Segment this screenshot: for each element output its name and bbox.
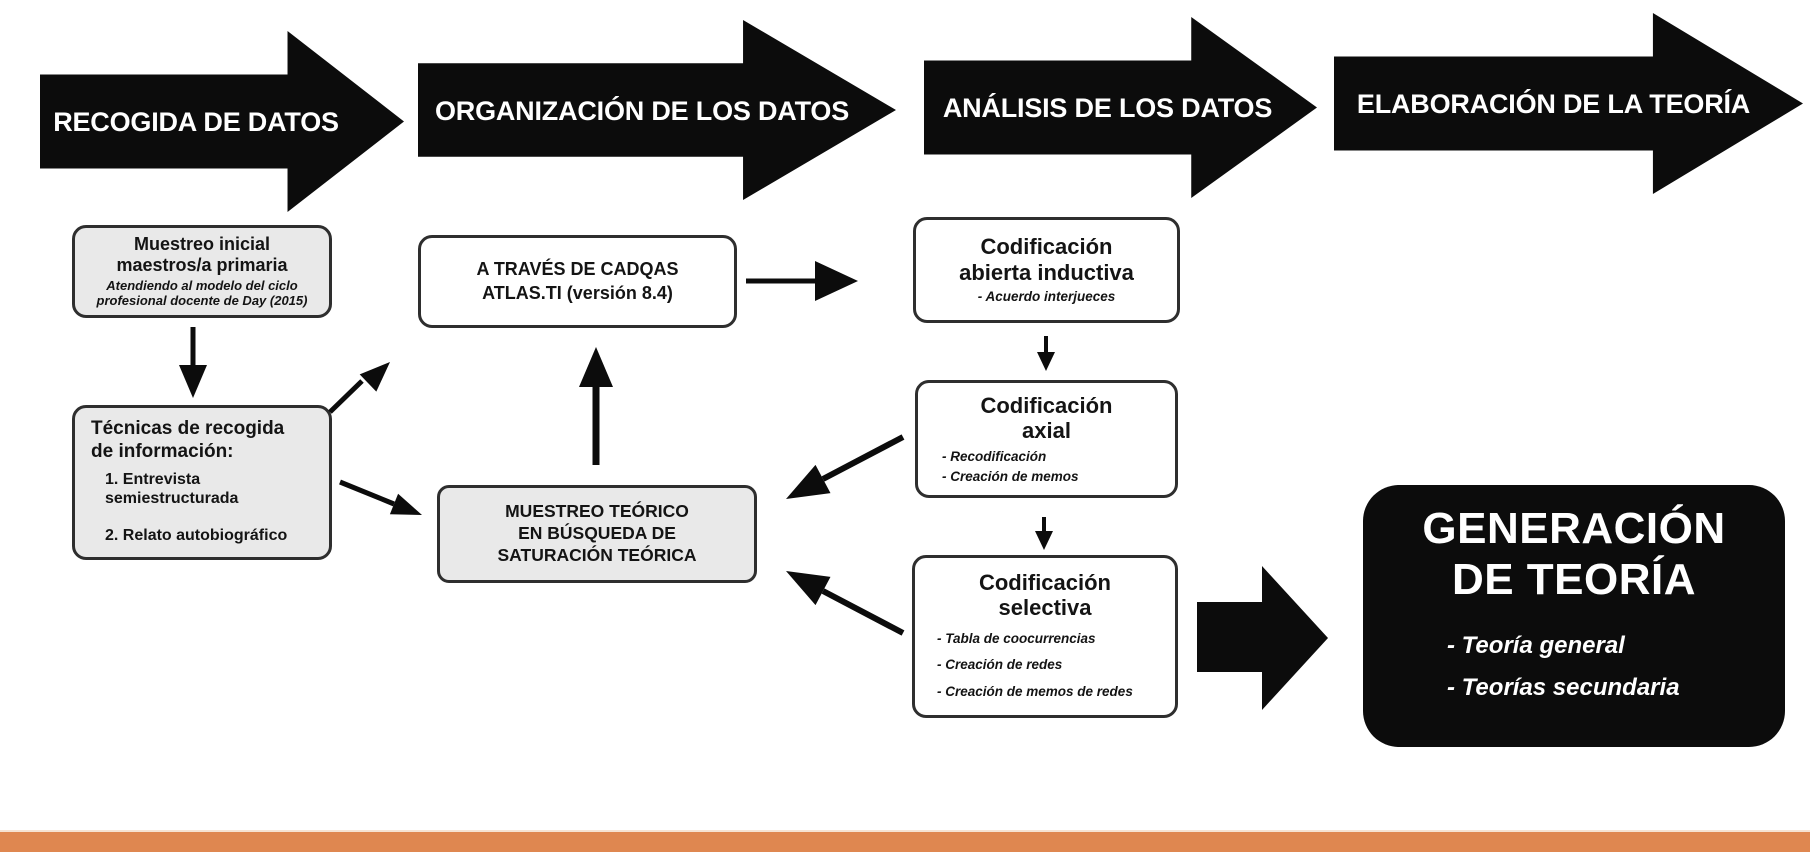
arrow-block-selectiva-to-generacion [1197,566,1328,710]
box-codificacion-axial: Codificación axial - Recodificación - Cr… [915,380,1178,498]
box-title: ATLAS.TI (versión 8.4) [482,282,673,303]
box-title: SATURACIÓN TEÓRICA [497,544,697,565]
box-title: DE TEORÍA [1451,555,1697,605]
bullet-item: - Tabla de coocurrencias [937,630,1096,646]
bullet-item: - Creación de memos [942,469,1079,485]
box-tecnicas-recogida: Técnicas de recogida de información: 1. … [72,405,332,560]
phase-arrow-elaboracion: ELABORACIÓN DE LA TEORÍA [1334,13,1803,194]
box-muestreo-inicial: Muestreo inicial maestros/a primaria Ate… [72,225,332,318]
bullet-item: - Acuerdo interjueces [977,289,1116,305]
box-title: de información: [91,440,234,462]
box-title: Codificación [978,570,1111,595]
box-title: axial [1022,418,1071,444]
phase-arrow-recogida: RECOGIDA DE DATOS [40,31,404,212]
phase-label: ELABORACIÓN DE LA TEORÍA [1356,89,1751,119]
box-title: A TRAVÉS DE CADQAS [476,259,679,280]
bullet-item: - Recodificación [942,448,1047,464]
arrow-diagonal-cod-axial-to-muestreo-teorico [786,434,905,499]
arrow-right-cadqas-to-cod-abierta [746,261,858,301]
bottom-accent-bar [0,830,1810,852]
box-title: Muestreo inicial [133,234,271,255]
bullet-item: - Creación de redes [937,657,1063,673]
box-title: EN BÚSQUEDA DE [518,523,676,544]
arrow-down-cod-axial-to-selectiva [1035,517,1053,550]
box-title: MUESTREO TEÓRICO [505,501,689,522]
arrow-down-cod-abierta-to-axial [1037,336,1055,371]
bullet-item: - Creación de memos de redes [937,683,1133,699]
phase-label: ANÁLISIS DE LOS DATOS [942,93,1273,123]
box-title: Codificación [980,234,1113,260]
box-subtitle: profesional docente de Day (2015) [96,293,308,309]
phase-label: ORGANIZACIÓN DE LOS DATOS [434,95,849,126]
arrow-diagonal-cod-selectiva-to-muestreo-teorico [786,571,905,636]
bullet-item: - Teorías secundaria [1447,674,1680,702]
box-title: selectiva [998,595,1092,621]
box-title: abierta inductiva [959,259,1134,285]
box-title: Codificación [980,393,1113,418]
box-generacion-de-teoria: GENERACIÓN DE TEORÍA - Teoría general - … [1363,485,1785,747]
bullet-item: - Teoría general [1447,632,1625,660]
arrow-down-muestreo-to-tecnicas [179,327,207,398]
phase-arrow-analisis: ANÁLISIS DE LOS DATOS [924,17,1317,198]
box-muestreo-teorico: MUESTREO TEÓRICO EN BÚSQUEDA DE SATURACI… [437,485,757,583]
phase-arrow-organizacion: ORGANIZACIÓN DE LOS DATOS [418,20,896,200]
box-cadqas-atlas-ti: A TRAVÉS DE CADQAS ATLAS.TI (versión 8.4… [418,235,737,328]
box-codificacion-selectiva: Codificación selectiva - Tabla de coocur… [912,555,1178,718]
arrow-diagonal-tecnicas-to-muestreo-teorico [339,479,422,515]
list-item: 2. Relato autobiográfico [105,526,288,544]
arrow-diagonal-tecnicas-to-cadqas [328,362,390,414]
box-codificacion-abierta: Codificación abierta inductiva - Acuerdo… [913,217,1180,323]
box-subtitle: Atendiendo al modelo del ciclo [106,277,298,293]
phase-label: RECOGIDA DE DATOS [53,107,339,137]
box-title: GENERACIÓN [1422,504,1726,553]
list-item: semiestructurada [105,489,239,507]
arrow-up-muestreo-teorico-to-cadqas [579,347,613,465]
box-title: Técnicas de recogida [91,418,285,439]
box-title: maestros/a primaria [116,254,288,275]
list-item: 1. Entrevista [105,470,201,488]
